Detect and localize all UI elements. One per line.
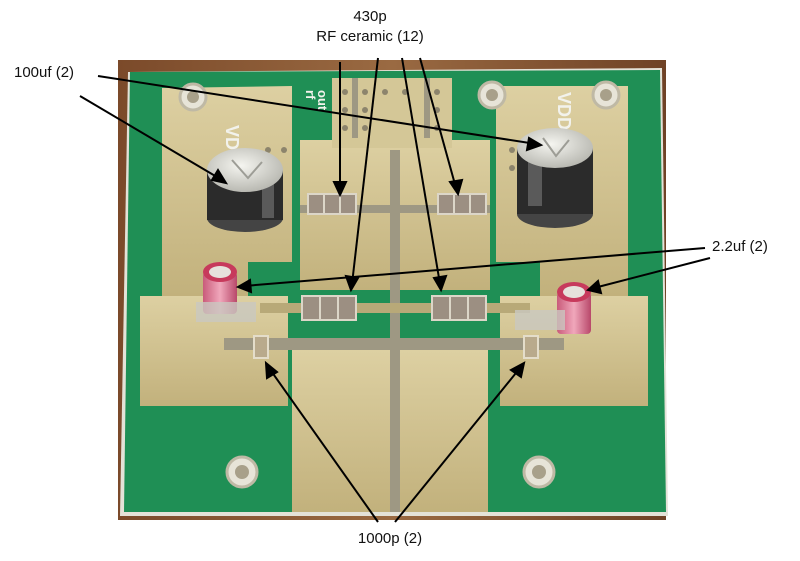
label-2-2uf: 2.2uf (2) <box>712 238 768 255</box>
trace-gap-left-vert <box>352 78 358 138</box>
silk-out: out <box>315 90 330 111</box>
rf-ceramic-caps-top-left <box>307 193 357 215</box>
silk-vdd2: VDD2 <box>554 92 574 140</box>
small-capacitor-right <box>515 282 591 334</box>
rf-ceramic-caps-mid-left <box>301 295 357 321</box>
label-1000p: 1000p (2) <box>357 530 423 547</box>
trace-gap-right-vert <box>424 78 430 138</box>
chip-cap-1000p-right <box>523 335 539 359</box>
trace-gap-h2 <box>300 205 490 213</box>
rf-ceramic-caps-mid-right <box>431 295 487 321</box>
chip-cap-1000p-left <box>253 335 269 359</box>
electrolytic-capacitor-left <box>207 148 283 232</box>
label-100uf: 100uf (2) <box>14 64 75 81</box>
trace-rf-line <box>260 303 530 313</box>
leader-lines <box>79 57 711 523</box>
rf-ceramic-caps-top-right <box>437 193 487 215</box>
electrolytic-capacitor-right <box>517 128 593 228</box>
label-430p: 430p <box>353 8 387 25</box>
silk-rf: rf <box>303 90 318 100</box>
small-capacitor-left <box>196 262 256 322</box>
trace-gap-vertical <box>390 150 400 512</box>
copper-top-strip <box>332 78 452 148</box>
label-rf-ceramic: RF ceramic (12) <box>316 28 424 45</box>
